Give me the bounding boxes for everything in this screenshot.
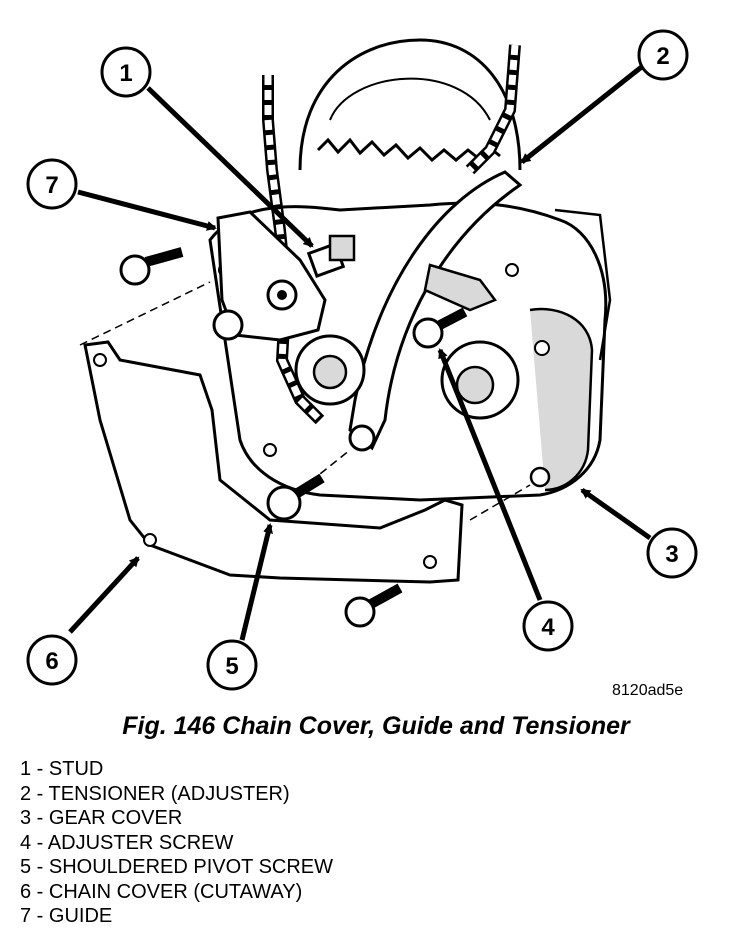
adjuster-screw	[412, 307, 468, 349]
legend-item: 3 - GEAR COVER	[20, 807, 183, 829]
legend-item: 4 - ADJUSTER SCREW	[20, 831, 234, 854]
stud	[306, 234, 356, 278]
legend-item: 6 - CHAIN COVER (CUTAWAY)	[20, 880, 303, 903]
engine-timing-diagram: 1 2 3 4 5 6 7	[26, 29, 698, 691]
callout-6: 6	[26, 634, 78, 686]
chain-cover	[79, 281, 531, 584]
svg-text:2: 2	[656, 43, 669, 70]
shouldered-pivot-screw	[266, 449, 351, 521]
callout-5: 5	[206, 639, 258, 691]
svg-text:3: 3	[665, 541, 678, 568]
cam-sprocket	[298, 38, 522, 171]
image-code: 8120ad5e	[612, 682, 684, 699]
loose-bolt	[119, 247, 403, 628]
svg-text:5: 5	[225, 653, 238, 680]
callout-7: 7	[26, 158, 78, 210]
callout-2: 2	[637, 29, 689, 81]
parts-legend: 1 - STUD 2 - TENSIONER (ADJUSTER) 3 - GE…	[20, 757, 333, 929]
legend-item: 1 - STUD	[20, 758, 104, 780]
callout-4: 4	[522, 600, 574, 652]
legend-item: 5 - SHOULDERED PIVOT SCREW	[20, 856, 334, 878]
callout-3: 3	[646, 527, 698, 579]
svg-text:6: 6	[45, 648, 58, 675]
svg-text:4: 4	[541, 614, 555, 641]
figure-caption: Fig. 146 Chain Cover, Guide and Tensione…	[122, 712, 630, 740]
svg-text:7: 7	[45, 172, 58, 199]
callout-1: 1	[100, 46, 152, 98]
chain-guide	[216, 210, 327, 342]
leader-lines	[68, 63, 652, 641]
chain-tensioner	[348, 170, 523, 452]
legend-item: 2 - TENSIONER (ADJUSTER)	[20, 782, 290, 805]
legend-item: 7 - GUIDE	[20, 905, 113, 927]
svg-text:1: 1	[119, 60, 132, 87]
